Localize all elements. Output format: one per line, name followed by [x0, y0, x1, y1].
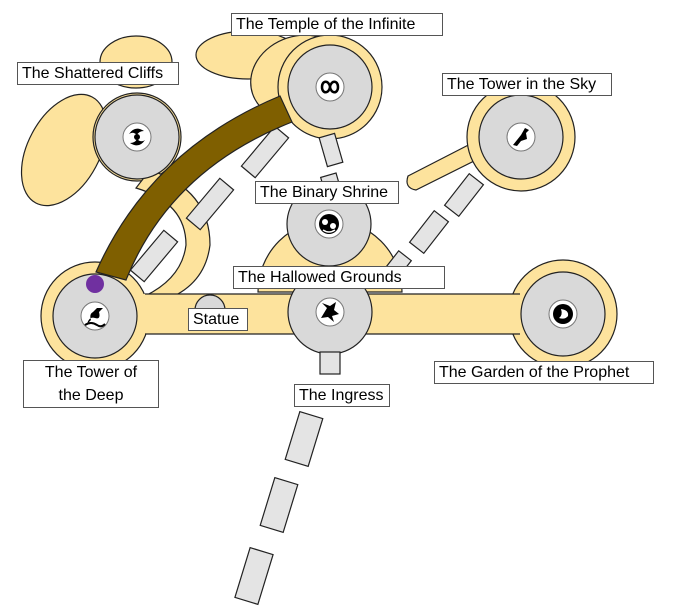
label-tower-in-the-sky: The Tower in the Sky [442, 73, 612, 96]
lion-head-icon [548, 299, 578, 329]
label-statue: Statue [188, 308, 248, 331]
tile[interactable] [408, 209, 450, 255]
tile[interactable] [129, 229, 179, 283]
label-shattered-cliffs: The Shattered Cliffs [17, 62, 179, 85]
tile[interactable] [318, 132, 344, 168]
label-hallowed-grounds: The Hallowed Grounds [233, 266, 445, 289]
tile[interactable] [240, 125, 290, 179]
location-icons [80, 72, 578, 331]
player-marker[interactable] [86, 275, 104, 293]
cliff-rock-left [20, 93, 108, 207]
tile[interactable] [284, 410, 324, 468]
twin-figures-icon [314, 209, 344, 239]
tile[interactable] [259, 476, 299, 534]
infinity-icon [315, 72, 345, 102]
tile[interactable] [234, 546, 274, 606]
label-temple-of-the-infinite: The Temple of the Infinite [231, 13, 443, 36]
wooden-bridge[interactable] [95, 95, 293, 281]
swirl-icon [122, 122, 152, 152]
dragon-icon [315, 297, 345, 327]
label-ingress: The Ingress [294, 384, 390, 407]
tile[interactable] [319, 351, 341, 375]
label-garden-of-the-prophet: The Garden of the Prophet [434, 361, 654, 384]
tile[interactable] [185, 177, 235, 231]
sea-serpent-icon [80, 301, 110, 331]
bird-icon [506, 122, 536, 152]
tile[interactable] [443, 172, 485, 218]
stepping-tiles [129, 125, 485, 606]
label-binary-shrine: The Binary Shrine [255, 181, 399, 204]
label-tower-of-the-deep: The Tower of the Deep [23, 360, 159, 408]
statue-shape [194, 294, 226, 311]
